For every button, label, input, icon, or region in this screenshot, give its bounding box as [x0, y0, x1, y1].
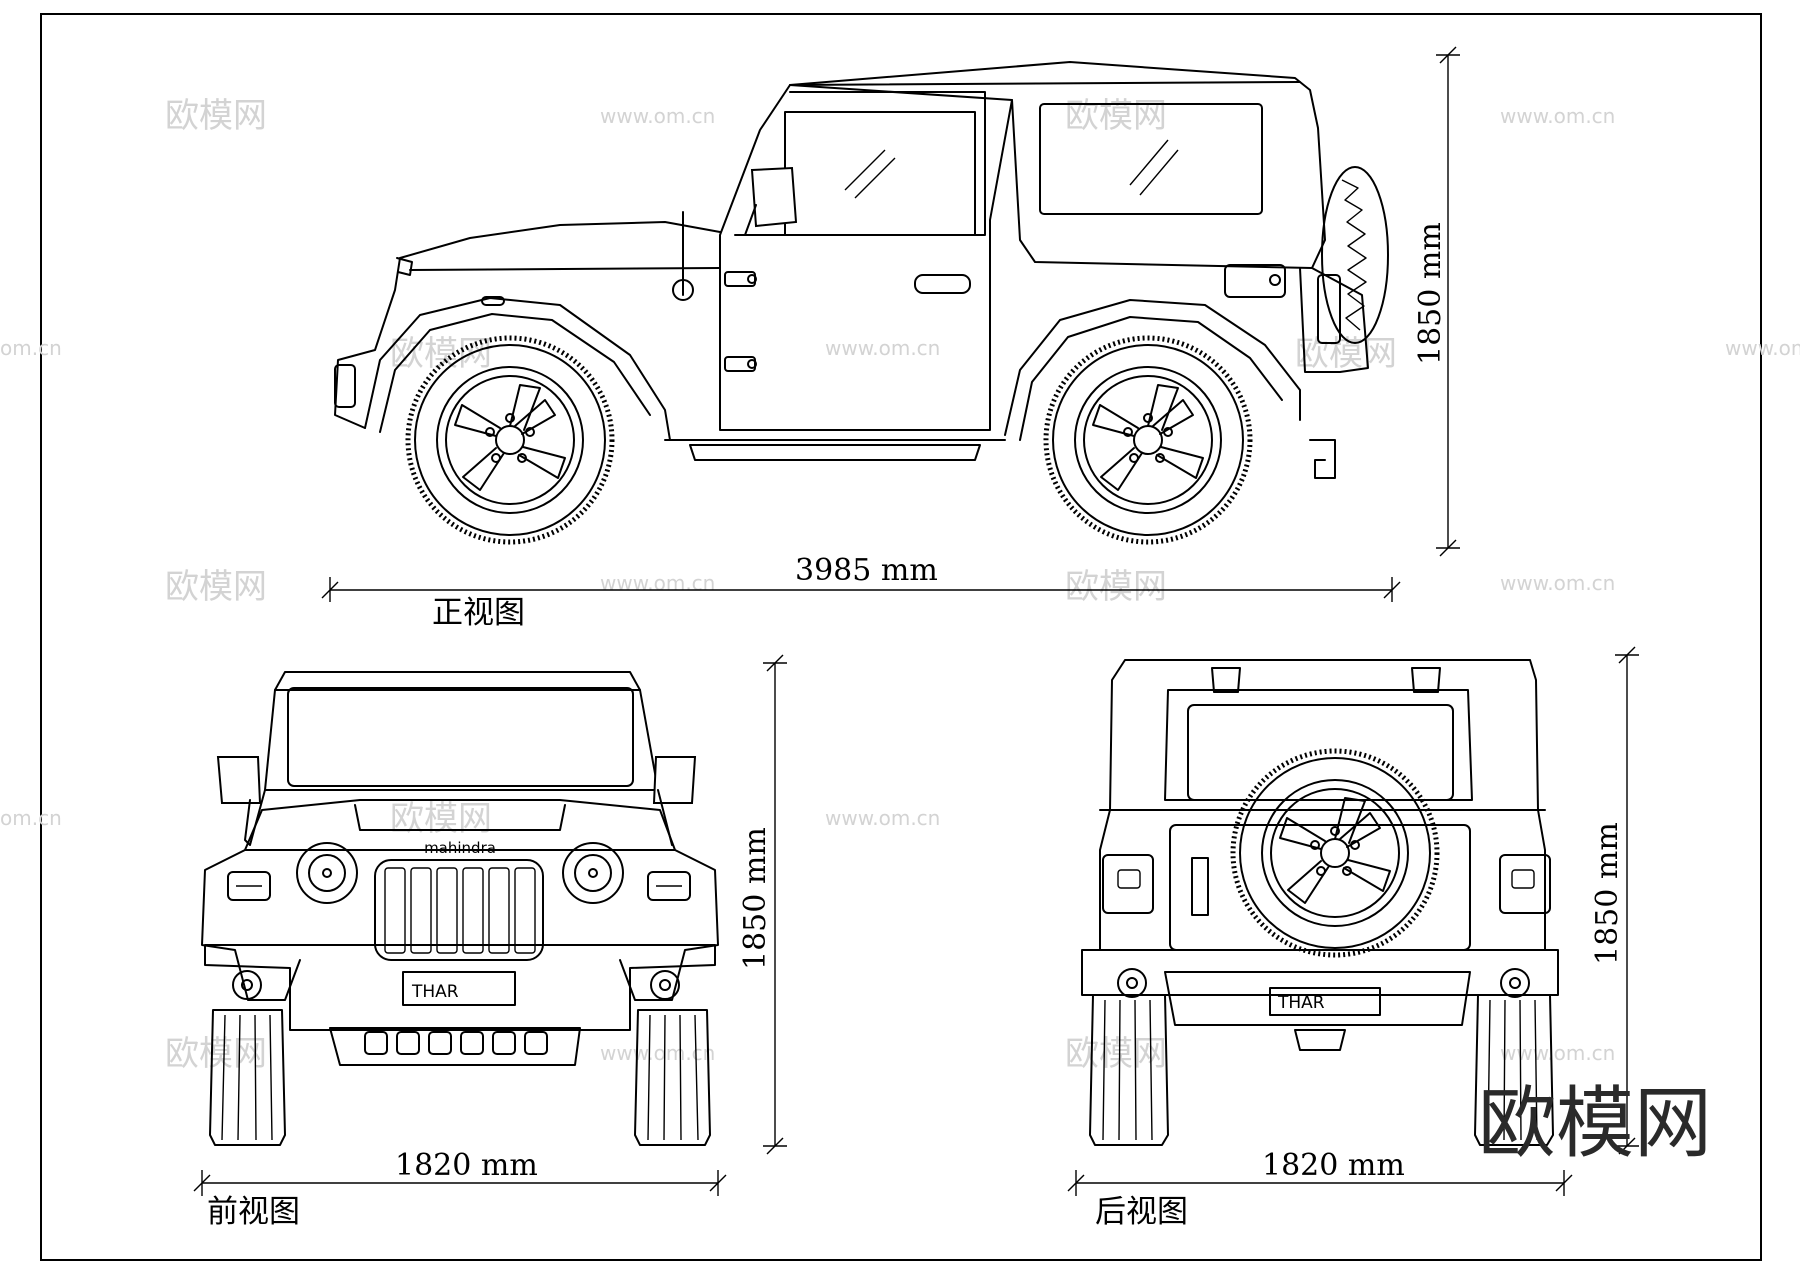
watermark-url: www.om.cn: [1500, 571, 1615, 595]
front-width-label: 1820 mm: [395, 1148, 538, 1183]
side-rear-wheel: [1043, 335, 1253, 545]
side-length-label: 3985 mm: [795, 553, 938, 588]
watermark-cn: 欧模网: [165, 1034, 267, 1074]
rear-height-dimension: 1850 mm: [1590, 646, 1639, 1155]
watermark-url: om.cn: [0, 806, 62, 830]
watermark-url: www.om.cn: [600, 1041, 715, 1065]
front-view-title: 前视图: [207, 1194, 300, 1230]
watermark-cn: 欧模网: [390, 799, 492, 839]
front-height-dimension: 1850 mm: [738, 654, 787, 1155]
watermark-cn: 欧模网: [165, 567, 267, 607]
watermark-url: www.om.cn: [1500, 104, 1615, 128]
watermark-url: www.om.cn: [600, 104, 715, 128]
watermark-cn: 欧模网: [1065, 1034, 1167, 1074]
watermark-url: om.cn: [0, 336, 62, 360]
side-height-dimension: 1850 mm: [1413, 46, 1460, 557]
watermark-url: www.om.cn: [1725, 336, 1800, 360]
rear-view-title: 后视图: [1095, 1194, 1188, 1230]
watermark-url: www.om.cn: [825, 806, 940, 830]
side-view-title: 正视图: [432, 595, 525, 631]
rear-width-label: 1820 mm: [1262, 1148, 1405, 1183]
side-view: 3985 mm 1850 mm 正视图: [321, 46, 1460, 631]
side-height-label: 1850 mm: [1413, 222, 1448, 365]
watermark-cn: 欧模网: [165, 96, 267, 136]
rear-plate-text: THAR: [1277, 993, 1325, 1013]
watermark-cn: 欧模网: [1065, 96, 1167, 136]
front-plate-text: THAR: [411, 982, 459, 1002]
rear-width-dimension: 1820 mm: [1067, 1148, 1573, 1196]
drawing-frame: [40, 13, 1762, 1261]
watermark-layer: 欧模网 欧模网 欧模网 欧模网 欧模网 欧模网 欧模网 欧模网 欧模网 www.…: [0, 96, 1800, 1074]
rear-spare-wheel: [1230, 748, 1440, 958]
watermark-url: www.om.cn: [825, 336, 940, 360]
front-view: mahindra THAR: [193, 654, 787, 1230]
front-height-label: 1850 mm: [738, 827, 773, 970]
front-width-dimension: 1820 mm: [193, 1148, 727, 1196]
watermark-logo: 欧模网: [1478, 1079, 1712, 1169]
rear-view: THAR 1820 mm 1850 mm 后视图: [1067, 646, 1639, 1230]
watermark-url: www.om.cn: [600, 571, 715, 595]
front-brand-text: mahindra: [424, 839, 496, 857]
watermark-cn: 欧模网: [1065, 567, 1167, 607]
watermark-cn: 欧模网: [390, 334, 492, 374]
watermark-url: www.om.cn: [1500, 1041, 1615, 1065]
rear-height-label: 1850 mm: [1590, 822, 1625, 965]
side-length-dimension: 3985 mm: [321, 553, 1401, 602]
side-front-wheel: [405, 335, 615, 545]
